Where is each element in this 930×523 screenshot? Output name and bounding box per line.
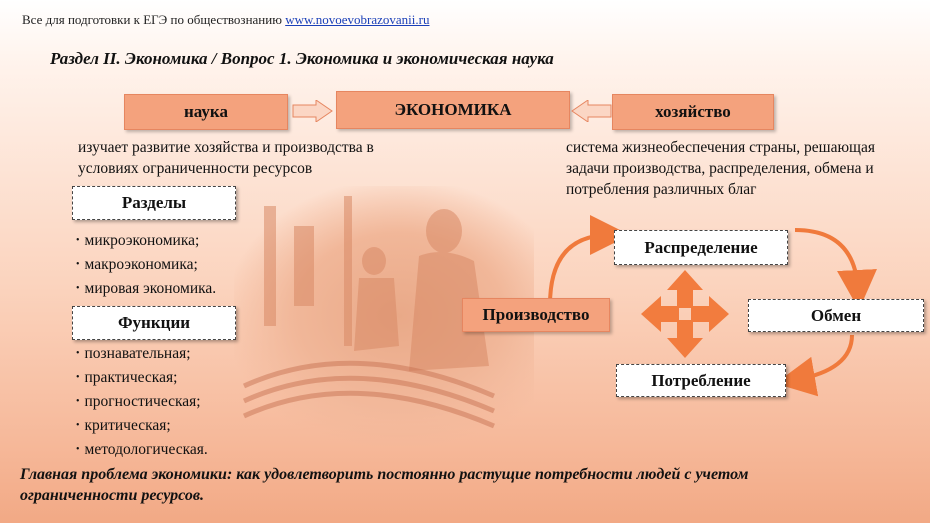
list-item: познавательная; (76, 343, 208, 367)
arrow-right-icon (292, 100, 333, 122)
list-item: макроэкономика; (76, 254, 216, 278)
economy-box: ЭКОНОМИКА (336, 91, 570, 129)
curved-arrow-icon (775, 334, 854, 397)
razdely-box: Разделы (72, 186, 236, 220)
cycle-arrows (548, 215, 877, 397)
curved-arrow-icon (548, 215, 630, 306)
header-prefix: Все для подготовки к ЕГЭ по обществознан… (22, 12, 282, 27)
production-box: Производство (462, 298, 610, 332)
nauka-label: наука (184, 102, 228, 121)
distribution-box: Распределение (614, 230, 788, 265)
list-item: мировая экономика. (76, 278, 217, 302)
distribution-label: Распределение (644, 237, 758, 257)
section-title: Раздел II. Экономика / Вопрос 1. Экономи… (50, 49, 554, 68)
site-link[interactable]: www.novoevobrazovanii.ru (285, 12, 430, 27)
razdely-title: Разделы (121, 193, 187, 212)
list-item: методологическая. (76, 439, 208, 463)
hozyaistvo-box: хозяйство (612, 94, 774, 130)
exchange-box: Обмен (748, 299, 924, 332)
razdely-list: микроэкономика; макроэкономика; мировая … (76, 230, 217, 302)
list-item: прогностическая; (76, 391, 208, 415)
consumption-box: Потребление (616, 364, 786, 397)
main-problem-text: Главная проблема экономики: как удовлетв… (20, 466, 749, 504)
economy-label: ЭКОНОМИКА (394, 100, 512, 119)
header-line: Все для подготовки к ЕГЭ по обществознан… (22, 12, 429, 28)
list-item: критическая; (76, 415, 208, 439)
four-way-arrow-icon (641, 270, 729, 358)
funkcii-title: Функции (117, 313, 191, 332)
consumption-label: Потребление (651, 370, 751, 390)
nauka-box: наука (124, 94, 288, 130)
hozyaistvo-label: хозяйство (655, 102, 731, 121)
production-label: Производство (482, 305, 590, 324)
nauka-description: изучает развитие хозяйства и производств… (78, 139, 374, 177)
hozyaistvo-description: система жизнеобеспечения страны, решающа… (566, 139, 876, 198)
arrow-left-icon (571, 100, 612, 122)
curved-arrow-icon (794, 228, 877, 310)
funkcii-list: познавательная; практическая; прогностич… (76, 343, 208, 463)
list-item: практическая; (76, 367, 208, 391)
exchange-label: Обмен (810, 305, 862, 325)
funkcii-box: Функции (72, 306, 236, 340)
list-item: микроэкономика; (76, 230, 216, 254)
factory-workers-image (242, 196, 495, 429)
